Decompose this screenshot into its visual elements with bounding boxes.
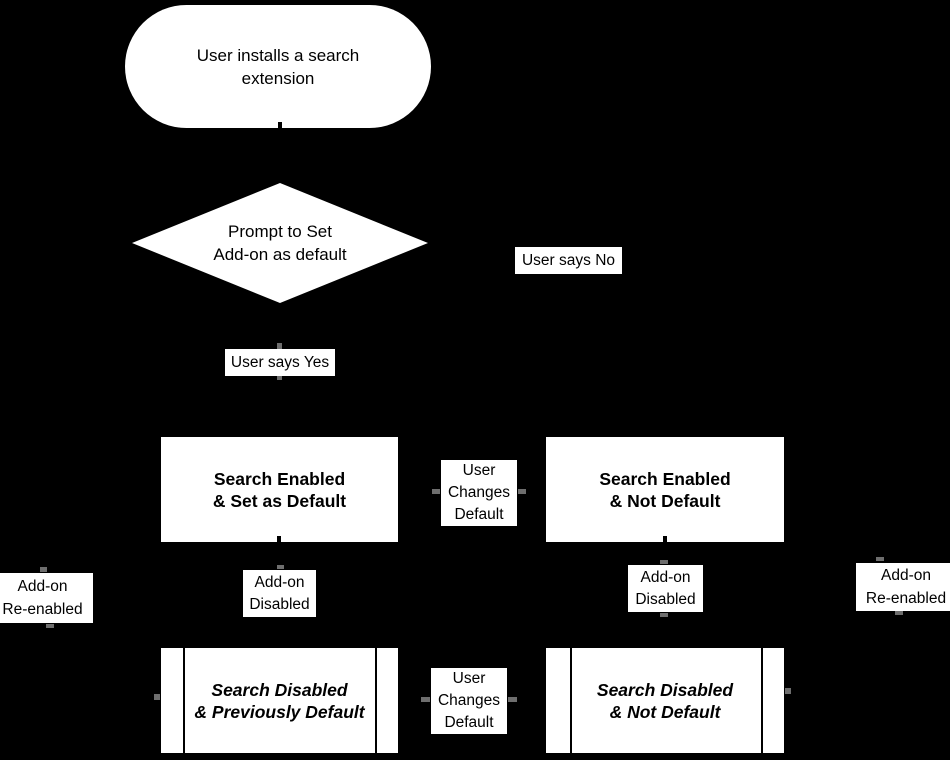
predefined-process-node-search-disabled-not-default: Search Disabled & Not Default	[546, 648, 784, 753]
edge-label-user-changes-default-bottom: User Changes Default	[431, 668, 507, 734]
edge-label-user-says-no: User says No	[515, 247, 622, 274]
process-node-search-enabled-not-default: Search Enabled & Not Default	[546, 437, 784, 542]
edge-label-text: User	[452, 670, 486, 687]
connector-stub	[660, 613, 668, 617]
connector-stub	[278, 122, 282, 129]
node-text-line: Search Disabled	[596, 679, 734, 700]
node-text-line: Search Disabled	[211, 679, 348, 700]
connector-stub	[277, 343, 282, 349]
edge-label-text: Re-enabled	[865, 590, 947, 607]
connector-stub	[40, 567, 47, 572]
node-text-line: & Not Default	[609, 490, 721, 511]
node-text-line: Search Enabled	[213, 468, 346, 489]
edge-label-text: Changes	[437, 692, 501, 709]
node-text-line: & Previously Default	[194, 701, 365, 722]
connector-stub	[46, 624, 54, 628]
edge-label-text: Disabled	[635, 590, 696, 608]
edge-label-text: User says Yes	[230, 353, 330, 371]
edge-label-addon-reenabled-left: Add-on Re-enabled	[0, 573, 93, 623]
connector-stub	[277, 376, 282, 380]
node-text-line: Add-on as default	[213, 245, 347, 264]
edge-label-text: Add-on	[881, 567, 931, 584]
connector-stub	[277, 536, 281, 542]
predefined-process-right-bar	[375, 648, 377, 753]
edge-label-user-says-yes: User says Yes	[225, 349, 335, 376]
node-text-line: User installs a search	[196, 45, 360, 65]
predefined-process-node-search-disabled-prev-default: Search Disabled & Previously Default	[161, 648, 398, 753]
edge-label-text: Add-on	[17, 578, 68, 595]
connector-stub	[663, 536, 667, 542]
decision-diamond-node: Prompt to Set Add-on as default	[132, 183, 428, 303]
predefined-process-left-bar	[570, 648, 572, 753]
connector-stub	[895, 611, 903, 615]
connector-stub	[785, 688, 791, 694]
edge-label-addon-reenabled-right: Add-on Re-enabled	[856, 563, 950, 611]
node-text-line: Prompt to Set	[228, 222, 332, 241]
connector-stub	[876, 557, 884, 561]
connector-stub	[421, 697, 430, 702]
edge-label-addon-disabled-left: Add-on Disabled	[243, 570, 316, 617]
start-terminator-node: User installs a search extension	[125, 5, 431, 128]
edge-label-user-changes-default-top: User Changes Default	[441, 460, 517, 526]
edge-label-text: Re-enabled	[2, 601, 83, 618]
node-text-line: & Set as Default	[212, 490, 347, 511]
connector-stub	[660, 560, 668, 564]
edge-label-text: Changes	[447, 484, 511, 501]
edge-label-addon-disabled-right: Add-on Disabled	[628, 565, 703, 612]
node-text-line: Search Enabled	[599, 468, 731, 489]
process-node-search-enabled-default: Search Enabled & Set as Default	[161, 437, 398, 542]
connector-stub	[277, 565, 284, 569]
edge-label-text: Add-on	[254, 573, 305, 591]
edge-label-text: User	[462, 462, 496, 479]
edge-label-text: Default	[454, 506, 504, 523]
edge-label-text: Default	[444, 714, 494, 731]
predefined-process-left-bar	[183, 648, 185, 753]
predefined-process-right-bar	[761, 648, 763, 753]
node-text-line: extension	[241, 68, 315, 88]
connector-stub	[508, 697, 517, 702]
node-text-line: & Not Default	[609, 701, 721, 722]
edge-label-text: User says No	[521, 251, 616, 269]
edge-label-text: Disabled	[249, 595, 310, 613]
connector-stub	[432, 489, 440, 494]
edge-label-text: Add-on	[640, 568, 691, 586]
connector-stub	[154, 694, 160, 700]
connector-stub	[518, 489, 526, 494]
